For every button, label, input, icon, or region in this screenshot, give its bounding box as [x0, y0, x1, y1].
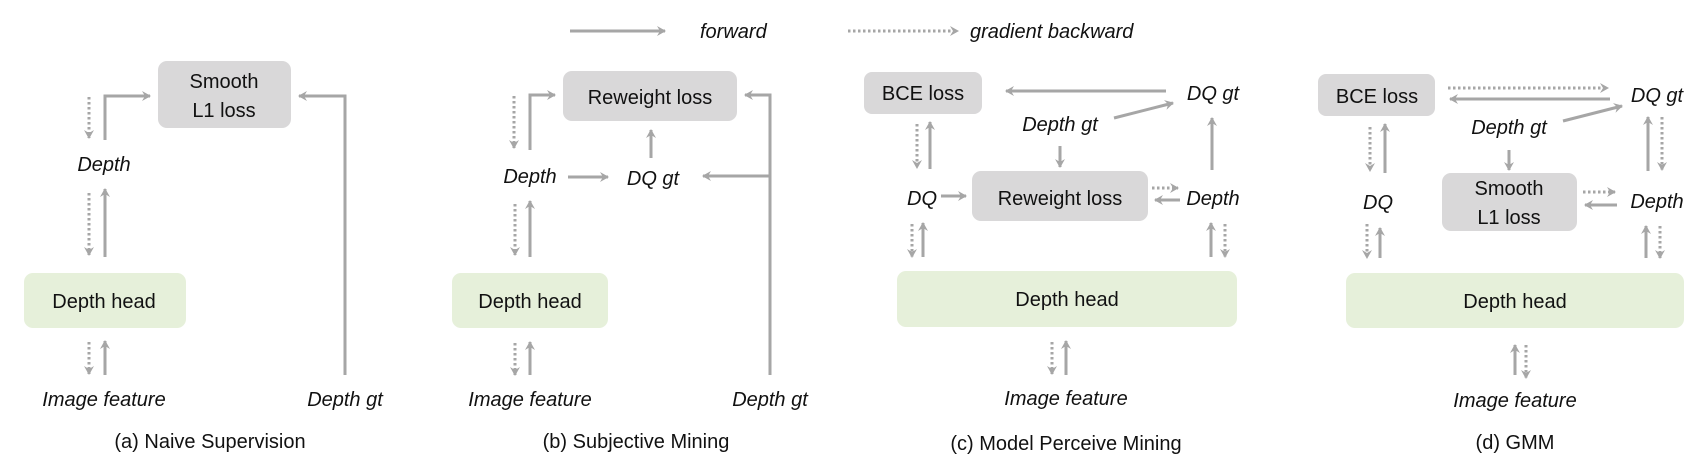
forward-arrow-gt-to-dqgt	[1562, 103, 1623, 123]
dq-gt-label: DQ gt	[1631, 85, 1685, 107]
depth-head-label: Depth head	[52, 291, 155, 313]
depth-gt-label: Depth gt	[307, 389, 384, 411]
depth-head-label: Depth head	[1015, 289, 1118, 311]
depth-head-box	[452, 273, 608, 328]
bce-loss-label: BCE loss	[882, 83, 964, 105]
depth-head-label: Depth head	[478, 291, 581, 313]
depth-head-box	[897, 271, 1237, 327]
panel-b-caption: (b) Subjective Mining	[543, 431, 730, 453]
reweight-loss-box	[563, 71, 737, 121]
smooth-l1-loss-line1: Smooth	[1475, 178, 1544, 200]
reweight-loss-label: Reweight loss	[998, 188, 1123, 210]
panel-c-model-perceive-mining: BCE loss DQ gt Depth gt DQ Reweight loss…	[864, 72, 1241, 455]
depth-label: Depth	[503, 166, 556, 188]
reweight-loss-box	[972, 171, 1148, 221]
smooth-l1-loss-line2: L1 loss	[192, 100, 255, 122]
dq-label: DQ	[907, 188, 937, 210]
depth-label: Depth	[1186, 188, 1239, 210]
panel-c-caption: (c) Model Perceive Mining	[950, 433, 1181, 455]
legend: forward gradient backward	[570, 21, 1134, 43]
image-feature-label: Image feature	[1004, 388, 1127, 410]
reweight-loss-label: Reweight loss	[588, 87, 713, 109]
forward-arrow-depth-to-loss	[103, 91, 151, 140]
image-feature-label: Image feature	[1453, 390, 1576, 412]
image-feature-label: Image feature	[468, 389, 591, 411]
dq-label: DQ	[1363, 192, 1393, 214]
bce-loss-box	[1318, 74, 1435, 116]
forward-arrow-gt-to-loss	[744, 90, 772, 375]
depth-head-label: Depth head	[1463, 291, 1566, 313]
legend-forward-label: forward	[700, 21, 768, 43]
depth-gt-label: Depth gt	[1471, 117, 1548, 139]
panel-a-caption: (a) Naive Supervision	[114, 431, 305, 453]
smooth-l1-loss-box	[1442, 173, 1577, 231]
smooth-l1-loss-line1: Smooth	[190, 71, 259, 93]
forward-arrow-depth-to-loss	[528, 90, 556, 150]
depth-gt-label: Depth gt	[732, 389, 809, 411]
bce-loss-box	[864, 72, 982, 114]
panel-a-naive-supervision: Smooth L1 loss Depth Depth head Image fe…	[24, 61, 384, 453]
image-feature-label: Image feature	[42, 389, 165, 411]
smooth-l1-loss-line2: L1 loss	[1477, 207, 1540, 229]
depth-gt-label: Depth gt	[1022, 114, 1099, 136]
dq-gt-label: DQ gt	[1187, 83, 1241, 105]
panel-d-gmm: BCE loss DQ gt Depth gt DQ Smooth L1 los…	[1318, 74, 1685, 454]
depth-label: Depth	[1630, 191, 1683, 213]
panel-d-caption: (d) GMM	[1476, 432, 1555, 454]
depth-head-box	[24, 273, 186, 328]
smooth-l1-loss-box	[158, 61, 291, 128]
bce-loss-label: BCE loss	[1336, 86, 1418, 108]
dq-gt-label: DQ gt	[627, 168, 681, 190]
depth-label: Depth	[77, 154, 130, 176]
depth-head-box	[1346, 273, 1684, 328]
forward-arrow-gt-to-loss	[298, 91, 347, 375]
panel-b-subjective-mining: Reweight loss Depth DQ gt Depth head Ima…	[452, 71, 809, 453]
legend-backward-label: gradient backward	[970, 21, 1134, 43]
forward-arrow-gt-to-dqgt	[1113, 100, 1174, 120]
